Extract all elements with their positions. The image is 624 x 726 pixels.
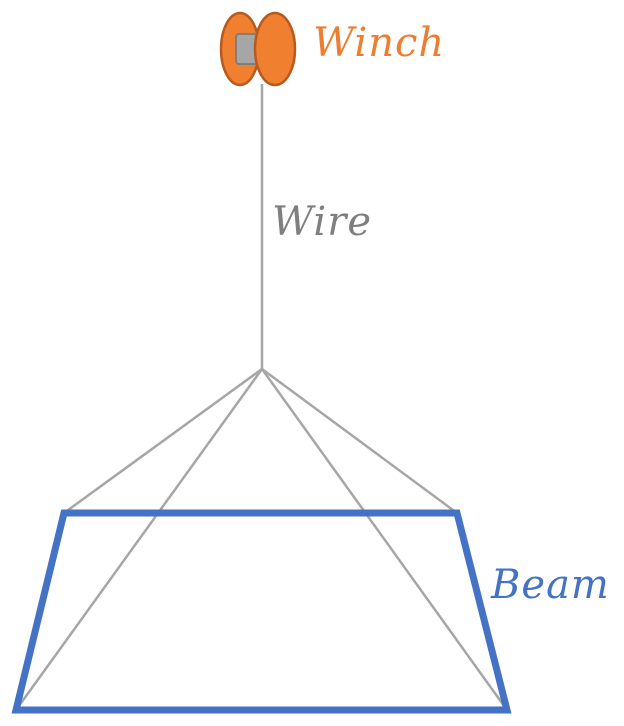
beam-label: Beam (490, 562, 610, 608)
sling-wire-top-right (261, 367, 458, 515)
sling-wire-bottom-right (260, 368, 509, 711)
sling-wires (14, 367, 509, 711)
sling-wire-bottom-left (14, 368, 264, 711)
winch-right-drum (253, 11, 297, 87)
sling-wire-top-left (63, 367, 263, 515)
winch-icon (219, 11, 297, 87)
winch-label: Winch (313, 20, 445, 66)
beam-outline (11, 509, 512, 714)
wire-label: Wire (272, 199, 372, 245)
